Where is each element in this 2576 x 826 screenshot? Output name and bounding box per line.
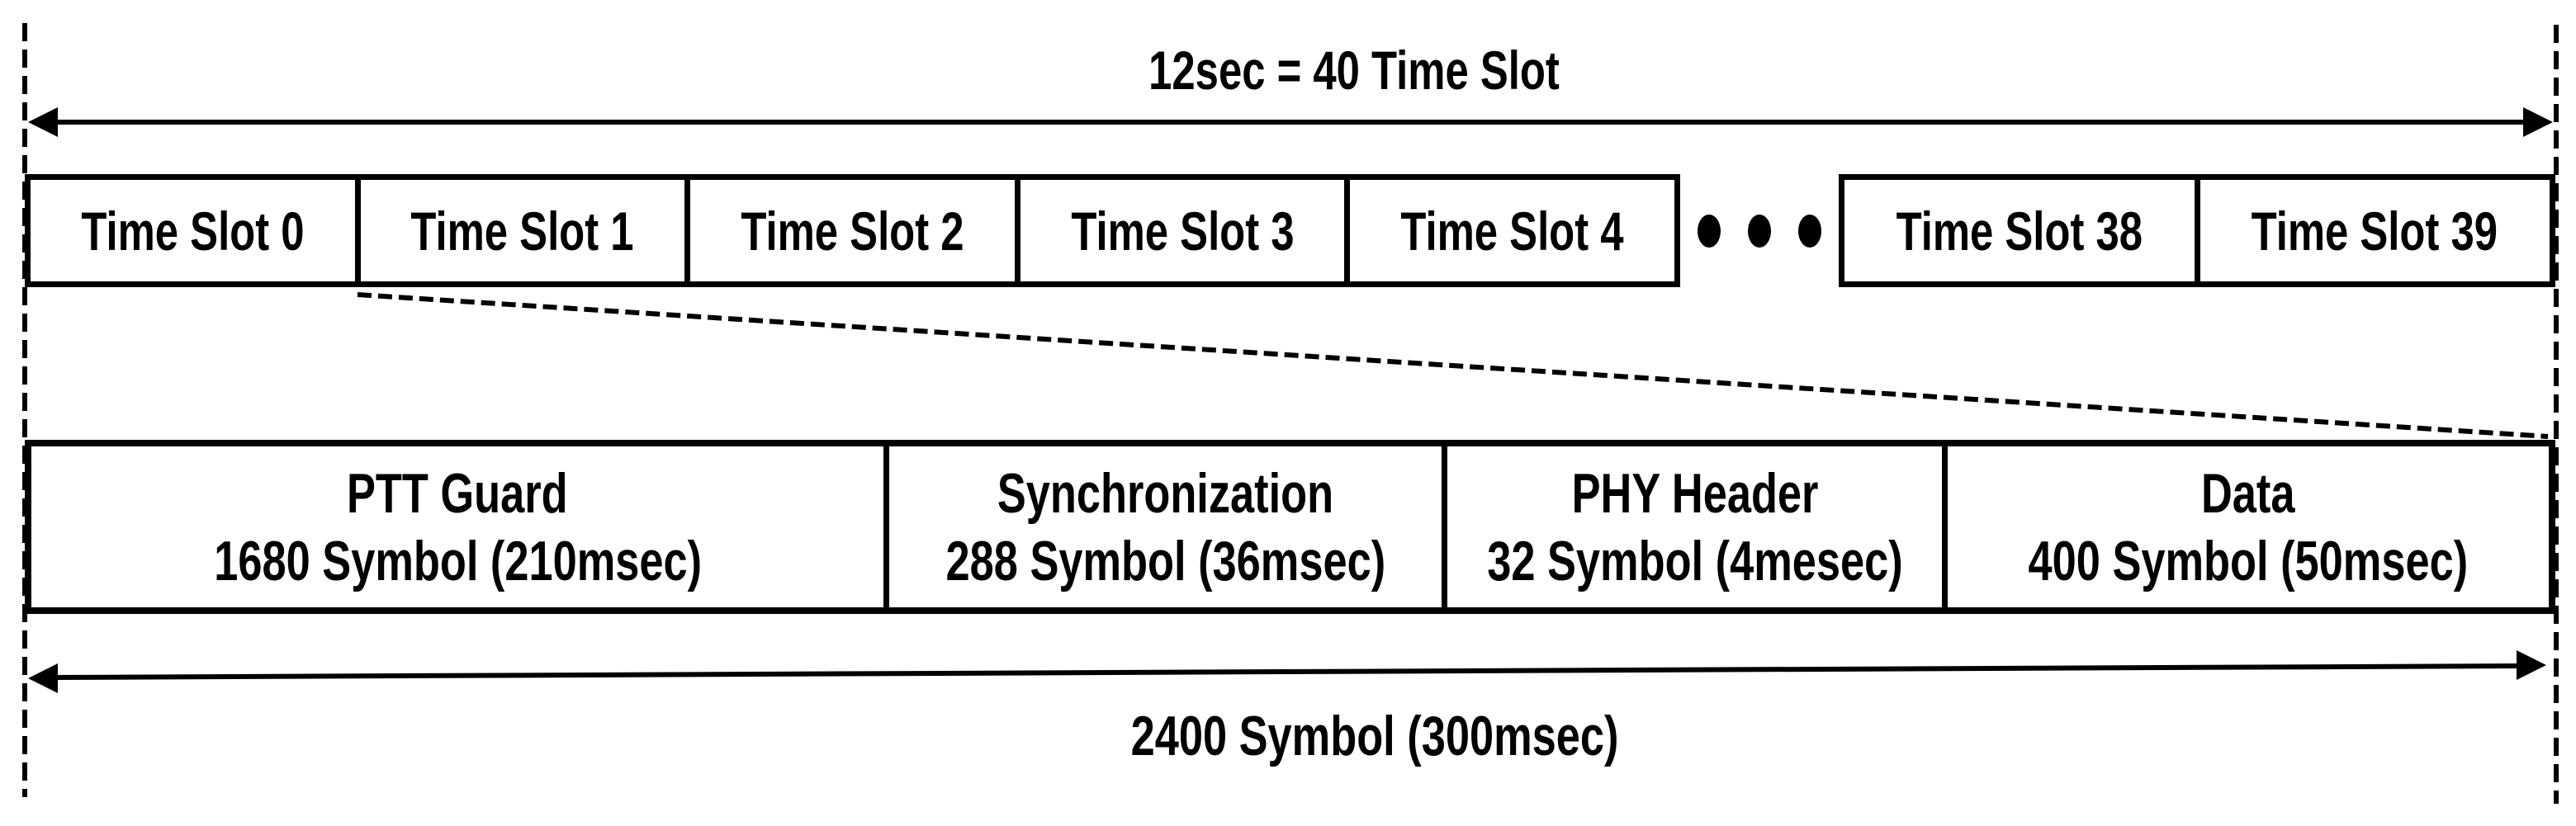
timeslot-label: Time Slot 0 [81,200,305,262]
total-duration-arrow [28,107,2553,137]
segment-detail: 32 Symbol (4mesec) [1486,529,1903,592]
timeslot-label: Time Slot 39 [2252,200,2498,262]
ellipsis-dots-icon [1680,174,1839,287]
dot-icon [1748,214,1771,248]
slot-duration-arrow [28,650,2546,693]
segment-detail: 400 Symbol (50msec) [2028,529,2469,592]
arrowhead-left-icon [28,663,58,693]
timeslot-group-trailing: Time Slot 38 Time Slot 39 [1839,174,2555,287]
timeslot-label: Time Slot 38 [1896,200,2143,262]
timeslot-3-cell: Time Slot 3 [1020,180,1351,281]
segment-name: Synchronization [997,461,1334,525]
timeslot-39-cell: Time Slot 39 [2200,180,2550,281]
slot-total-text: 2400 Symbol (300msec) [1130,705,1619,767]
segment-phy-header-cell: PHY Header 32 Symbol (4mesec) [1447,446,1948,607]
segment-ptt-guard-cell: PTT Guard 1680 Symbol (210msec) [31,446,890,607]
segment-data-cell: Data 400 Symbol (50msec) [1948,446,2549,607]
timeslot-4-cell: Time Slot 4 [1350,180,1674,281]
total-duration-text: 12sec = 40 Time Slot [1148,40,1560,101]
timeslot-group-leading: Time Slot 0 Time Slot 1 Time Slot 2 Time… [25,174,1680,287]
total-duration-label: 12sec = 40 Time Slot [1087,43,1621,97]
segment-name: Data [2201,461,2295,525]
dot-icon [1698,214,1721,248]
timeslot-label: Time Slot 2 [741,200,964,262]
segment-detail: 1680 Symbol (210msec) [213,529,702,592]
segment-name: PHY Header [1571,461,1818,525]
dot-icon [1798,214,1821,248]
slot-total-label: 2400 Symbol (300msec) [1058,708,1691,764]
slot-structure-row: PTT Guard 1680 Symbol (210msec) Synchron… [25,440,2555,614]
timeslot-0-cell: Time Slot 0 [31,180,361,281]
timeslot-1-cell: Time Slot 1 [361,180,691,281]
arrowhead-right-icon [2517,650,2546,680]
arrowhead-left-icon [28,107,58,137]
timeslot-label: Time Slot 1 [410,200,634,262]
slot-expansion-dashed-line [357,292,2549,439]
arrowhead-right-icon [2523,107,2553,137]
timeslot-38-cell: Time Slot 38 [1844,180,2200,281]
timeslot-2-cell: Time Slot 2 [690,180,1020,281]
timeslot-label: Time Slot 4 [1400,200,1624,262]
segment-name: PTT Guard [347,461,569,525]
segment-synchronization-cell: Synchronization 288 Symbol (36msec) [889,446,1448,607]
segment-detail: 288 Symbol (36msec) [945,529,1386,592]
timeslot-label: Time Slot 3 [1070,200,1295,262]
